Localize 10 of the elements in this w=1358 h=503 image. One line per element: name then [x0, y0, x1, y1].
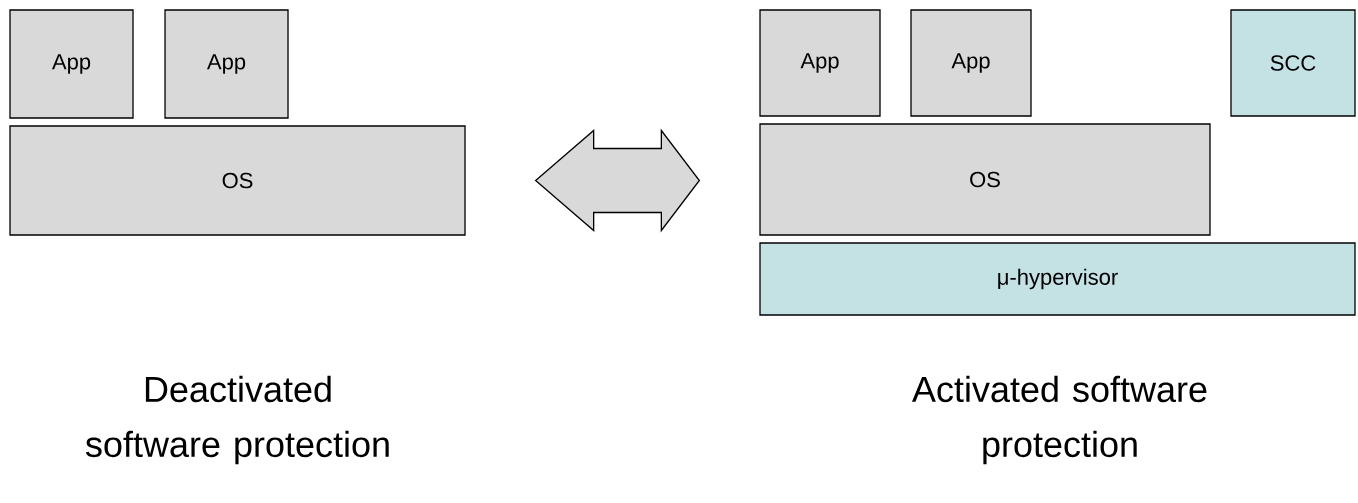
layer-box: μ-hypervisor — [759, 242, 1356, 316]
layer-box: App — [164, 9, 289, 119]
caption: Deactivated software protection — [85, 375, 389, 465]
layer-box: OS — [9, 125, 466, 236]
layer-box: App — [9, 9, 134, 119]
layer-box: OS — [759, 123, 1211, 236]
layer-box: App — [910, 9, 1032, 117]
layer-box: App — [759, 9, 881, 117]
layer-box: SCC — [1230, 9, 1356, 117]
caption: Activated software protection — [912, 375, 1207, 465]
